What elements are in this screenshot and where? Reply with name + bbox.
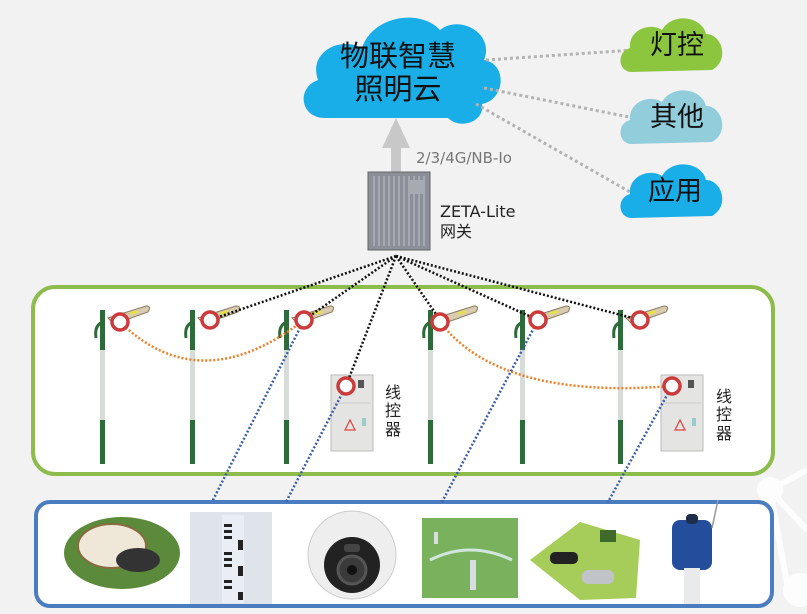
main-cloud[interactable] xyxy=(303,17,501,124)
light-node-1[interactable] xyxy=(110,312,130,332)
label-char: 线 xyxy=(715,387,732,406)
light-node-6[interactable] xyxy=(630,310,650,330)
service-label-application: 应用 xyxy=(648,176,702,207)
line-controller-1-label: 线 控 器 xyxy=(384,383,402,439)
line-controller-2-label: 线 控 器 xyxy=(715,387,733,443)
controller-node-1[interactable] xyxy=(336,376,356,396)
label-char: 器 xyxy=(384,419,401,439)
label-char: 控 xyxy=(384,401,401,421)
mesh-links xyxy=(119,319,673,390)
light-node-5[interactable] xyxy=(528,310,548,330)
gateway-name: ZETA-Lite xyxy=(440,202,516,221)
sensor-security-camera[interactable] xyxy=(307,510,397,600)
controller-node-2[interactable] xyxy=(662,376,682,396)
service-cloud-other[interactable] xyxy=(620,90,723,144)
sensor-water-level-gauge[interactable] xyxy=(190,512,272,604)
gateway-links xyxy=(209,254,641,387)
service-cloud-light-control[interactable] xyxy=(620,18,723,72)
service-label-other: 其他 xyxy=(650,102,704,133)
main-cloud-label-line1: 物联智慧 xyxy=(339,39,456,73)
gateway-device[interactable] xyxy=(367,171,431,251)
uplink-arrow xyxy=(382,118,410,172)
light-node-3[interactable] xyxy=(294,310,314,330)
gateway-type: 网关 xyxy=(440,222,473,241)
sensor-links xyxy=(210,319,674,503)
main-cloud-label-line2: 照明云 xyxy=(354,72,442,107)
street-light-panel xyxy=(31,285,775,476)
gateway-label: ZETA-Lite 网关 xyxy=(440,202,515,242)
sensor-parking-lot[interactable] xyxy=(530,522,640,600)
light-node-4[interactable] xyxy=(430,312,450,332)
label-char: 器 xyxy=(715,423,732,443)
service-label-light-control: 灯控 xyxy=(650,30,704,61)
main-cloud-label: 物联智慧 照明云 xyxy=(318,39,478,107)
sensor-gas-detector[interactable] xyxy=(672,499,719,604)
service-cloud-application[interactable] xyxy=(620,164,723,218)
sensor-manhole-cover[interactable] xyxy=(64,517,180,589)
label-char: 控 xyxy=(715,405,732,425)
service-links xyxy=(475,48,635,194)
uplink-label: 2/3/4G/NB-Io xyxy=(416,149,512,167)
sensor-sprinkler[interactable] xyxy=(422,518,518,598)
decorative-network xyxy=(757,467,807,607)
light-node-2[interactable] xyxy=(200,310,220,330)
label-char: 线 xyxy=(384,383,401,402)
